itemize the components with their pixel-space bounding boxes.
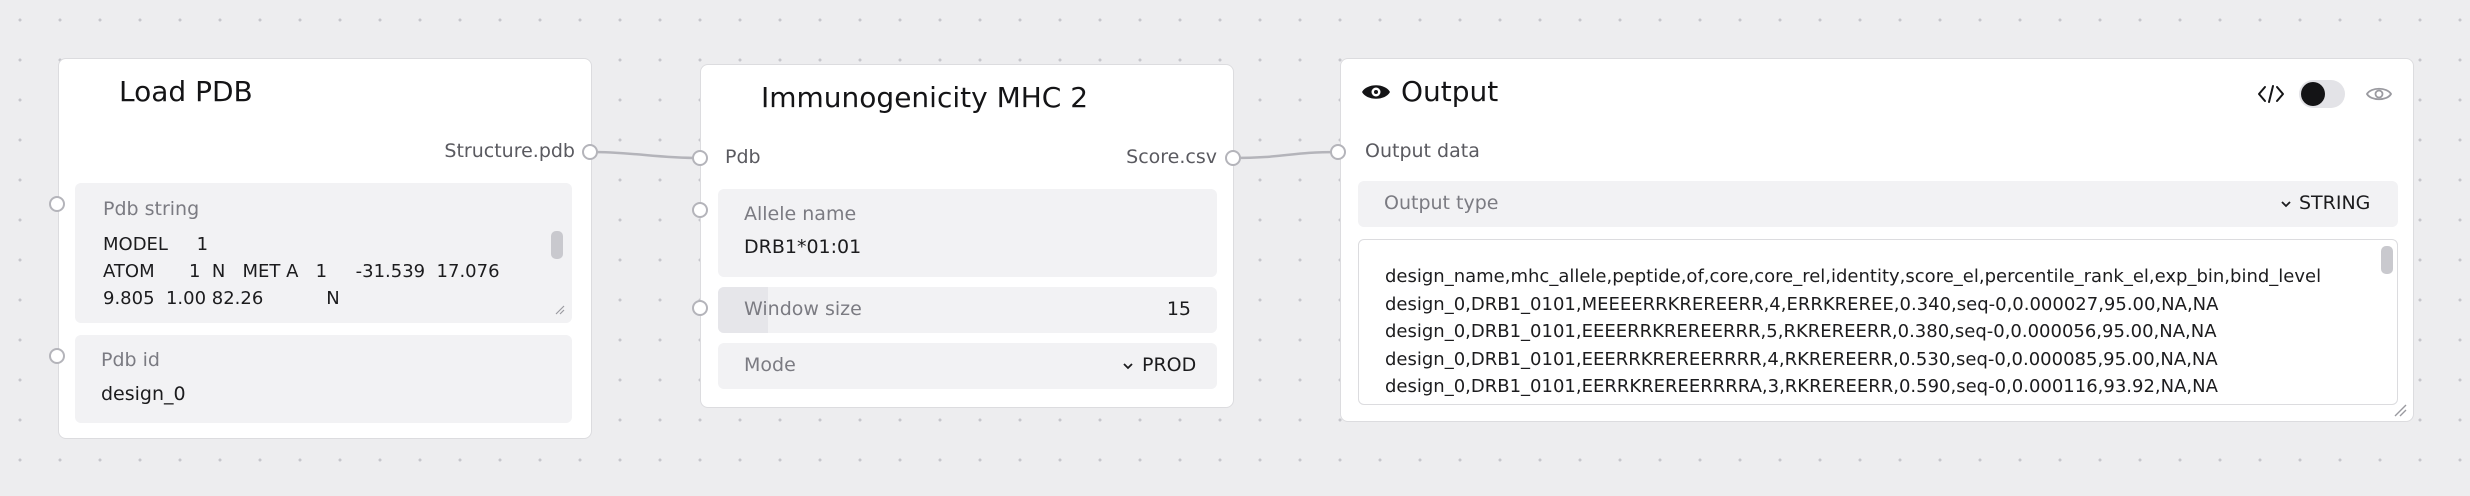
mode-value: PROD — [1142, 354, 1197, 376]
load-pdb-node[interactable]: Load PDB Structure.pdb Pdb string MODEL … — [58, 58, 592, 439]
edge-structure-to-pdb — [589, 150, 701, 160]
output-port-label: Score.csv — [1126, 146, 1217, 168]
pdb-string-textarea[interactable]: MODEL 1 ATOM 1 N MET A 1 -31.539 17.076 … — [103, 234, 500, 309]
chevron-down-icon — [2281, 201, 2291, 208]
allele-name-label: Allele name — [744, 203, 857, 225]
pdb-id-input[interactable]: design_0 — [101, 383, 186, 405]
input-port-label: Output data — [1365, 140, 1480, 162]
input-port-pdb-id[interactable] — [49, 348, 65, 364]
view-toggle-knob — [2301, 82, 2325, 106]
window-size-slider[interactable]: Window size 15 — [718, 287, 1217, 333]
node-title: Immunogenicity MHC 2 — [761, 81, 1089, 114]
code-icon[interactable] — [2257, 83, 2285, 105]
pdb-id-field[interactable]: Pdb id design_0 — [75, 335, 572, 423]
preview-eye-icon[interactable] — [2365, 83, 2393, 105]
view-toggle[interactable] — [2299, 80, 2345, 108]
input-port-allele[interactable] — [692, 202, 708, 218]
output-port-label: Structure.pdb — [444, 140, 575, 162]
input-port-pdb-string[interactable] — [49, 196, 65, 212]
chevron-down-icon — [1123, 363, 1133, 370]
mode-label: Mode — [744, 354, 796, 376]
resize-handle-icon[interactable] — [555, 305, 565, 315]
output-text-scrollbar[interactable] — [2381, 246, 2393, 274]
pdb-string-label: Pdb string — [103, 198, 200, 220]
output-type-label: Output type — [1384, 192, 1499, 214]
window-size-label: Window size — [744, 298, 862, 320]
node-title: Output — [1401, 75, 1499, 108]
output-type-select[interactable]: Output type STRING — [1358, 181, 2398, 227]
input-port-label: Pdb — [725, 146, 761, 168]
output-port-structure[interactable] — [582, 144, 598, 160]
input-port-pdb[interactable] — [692, 150, 708, 166]
output-node[interactable]: Output Output data Output type STRING de… — [1340, 58, 2414, 422]
mode-select[interactable]: Mode PROD — [718, 343, 1217, 389]
eye-icon — [1362, 85, 1390, 99]
edge-score-to-output — [1232, 150, 1339, 160]
output-text-area[interactable]: design_name,mhc_allele,peptide,of,core,c… — [1358, 239, 2398, 405]
input-port-output-data[interactable] — [1330, 144, 1346, 160]
window-size-slider-fill — [718, 287, 768, 333]
immunogenicity-node[interactable]: Immunogenicity MHC 2 Pdb Score.csv Allel… — [700, 64, 1234, 408]
window-size-value: 15 — [1166, 298, 1191, 320]
resize-handle-icon[interactable] — [2393, 403, 2407, 417]
allele-name-field[interactable]: Allele name DRB1*01:01 — [718, 189, 1217, 277]
pdb-string-scrollbar[interactable] — [551, 231, 563, 259]
pdb-string-field[interactable]: Pdb string MODEL 1 ATOM 1 N MET A 1 -31.… — [75, 183, 572, 323]
output-text-content: design_name,mhc_allele,peptide,of,core,c… — [1385, 266, 2322, 397]
pdb-id-label: Pdb id — [101, 349, 160, 371]
output-port-score[interactable] — [1225, 150, 1241, 166]
allele-name-input[interactable]: DRB1*01:01 — [744, 236, 862, 258]
output-type-value: STRING — [2299, 192, 2371, 214]
node-title: Load PDB — [119, 75, 253, 108]
input-port-window[interactable] — [692, 300, 708, 316]
